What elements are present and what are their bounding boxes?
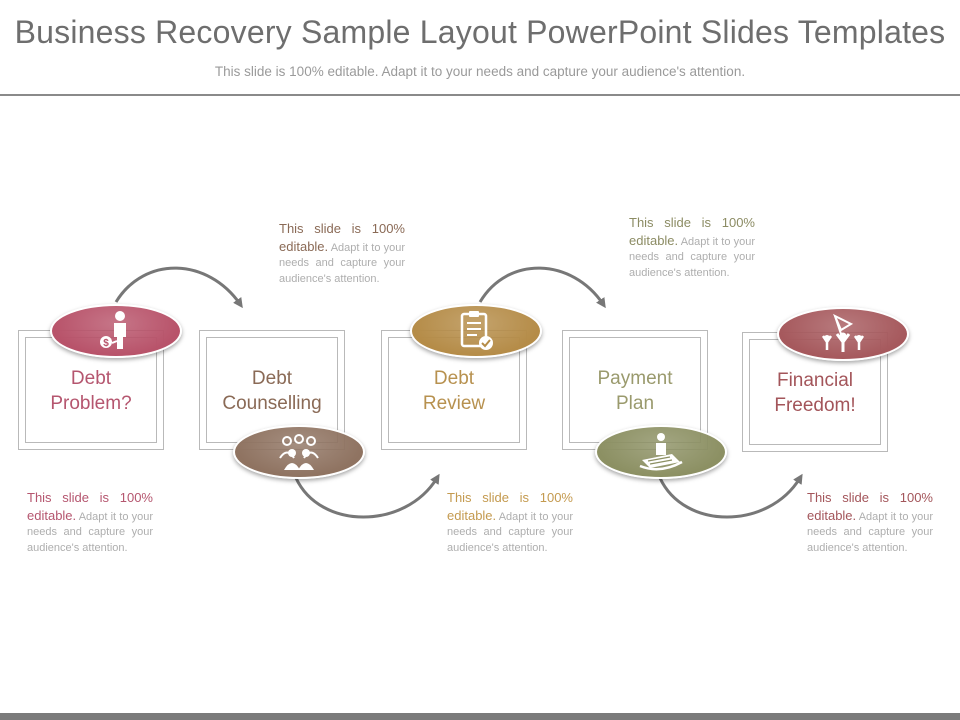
note-step5: This slide is 100% editable. Adapt it to… [807,490,933,556]
note-lead: This slide is 100% editable. [27,490,153,523]
oval-debt-review [410,304,542,358]
arrow-step3-to-step4 [478,266,606,309]
arrow-step1-to-step2 [114,266,243,309]
note-body: Adapt it to your needs and capture your … [807,510,933,554]
slide-title: Business Recovery Sample Layout PowerPoi… [14,14,946,50]
note-body: Adapt it to your needs and capture your … [279,241,405,285]
arrow-step2-to-step3 [294,473,440,519]
group-of-people-icon [279,434,319,470]
oval-payment-plan [595,425,727,479]
money-in-hand-icon [639,433,683,471]
note-body: Adapt it to your needs and capture your … [629,235,755,279]
note-lead: This slide is 100% editable. [447,490,573,523]
note-step3: This slide is 100% editable. Adapt it to… [447,490,573,556]
note-body: Adapt it to your needs and capture your … [27,510,153,554]
svg-text:$: $ [103,338,109,349]
oval-financial-freedom [777,307,909,361]
oval-debt-counselling [233,425,365,479]
note-body: Adapt it to your needs and capture your … [447,510,573,554]
oval-debt-problem: $ [50,304,182,358]
note-lead: This slide is 100% editable. [807,490,933,523]
clipboard-check-icon [460,311,493,350]
note-step4: This slide is 100% editable. Adapt it to… [629,215,755,281]
note-step1: This slide is 100% editable. Adapt it to… [27,490,153,556]
person-with-dollar-icon: $ [100,311,126,349]
title-divider [0,94,960,96]
celebrating-people-flag-icon [821,313,865,352]
note-lead: This slide is 100% editable. [629,215,755,248]
note-step2: This slide is 100% editable. Adapt it to… [279,221,405,287]
bottom-bar [0,713,960,720]
note-lead: This slide is 100% editable. [279,221,405,254]
slide-subtitle: This slide is 100% editable. Adapt it to… [214,64,746,79]
arrow-step4-to-step5 [658,473,803,519]
